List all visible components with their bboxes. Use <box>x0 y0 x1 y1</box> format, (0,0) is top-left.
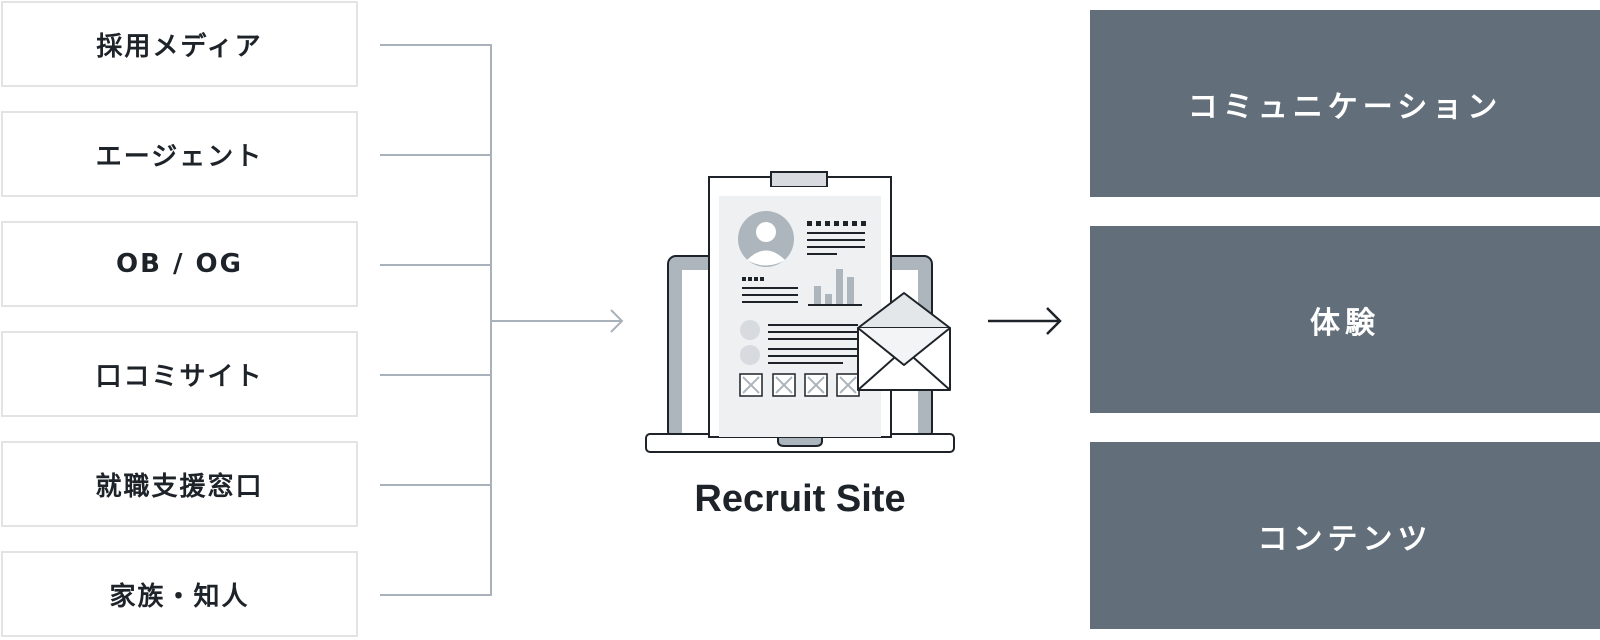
envelope-icon <box>857 292 951 391</box>
source-label: 採用メディア <box>96 31 263 62</box>
source-label: エージェント <box>95 141 264 172</box>
bar-chart-icon <box>808 269 862 306</box>
source-box-career-support: 就職支援窓口 <box>1 441 358 527</box>
source-label: OB / OG <box>116 249 243 279</box>
target-label: 体験 <box>1310 305 1380 341</box>
source-box-family-friends: 家族・知人 <box>1 551 358 637</box>
recruit-site-illustration <box>645 171 955 453</box>
recruit-site-title: Recruit Site <box>694 478 906 520</box>
source-label: 口コミサイト <box>95 361 264 392</box>
output-arrow <box>988 307 1062 335</box>
source-box-recruit-media: 採用メディア <box>1 1 358 87</box>
target-label: コミュニケーション <box>1187 89 1503 125</box>
avatar-icon <box>738 211 794 267</box>
target-box-communication: コミュニケーション <box>1090 10 1600 197</box>
target-box-contents: コンテンツ <box>1090 442 1600 629</box>
source-label: 家族・知人 <box>109 581 250 612</box>
target-label: コンテンツ <box>1257 521 1433 557</box>
source-box-ob-og: OB / OG <box>1 221 358 307</box>
source-box-agent: エージェント <box>1 111 358 197</box>
source-label: 就職支援窓口 <box>95 471 264 502</box>
source-box-review-site: 口コミサイト <box>1 331 358 417</box>
resume-clipboard-icon <box>708 171 892 438</box>
target-box-experience: 体験 <box>1090 226 1600 413</box>
